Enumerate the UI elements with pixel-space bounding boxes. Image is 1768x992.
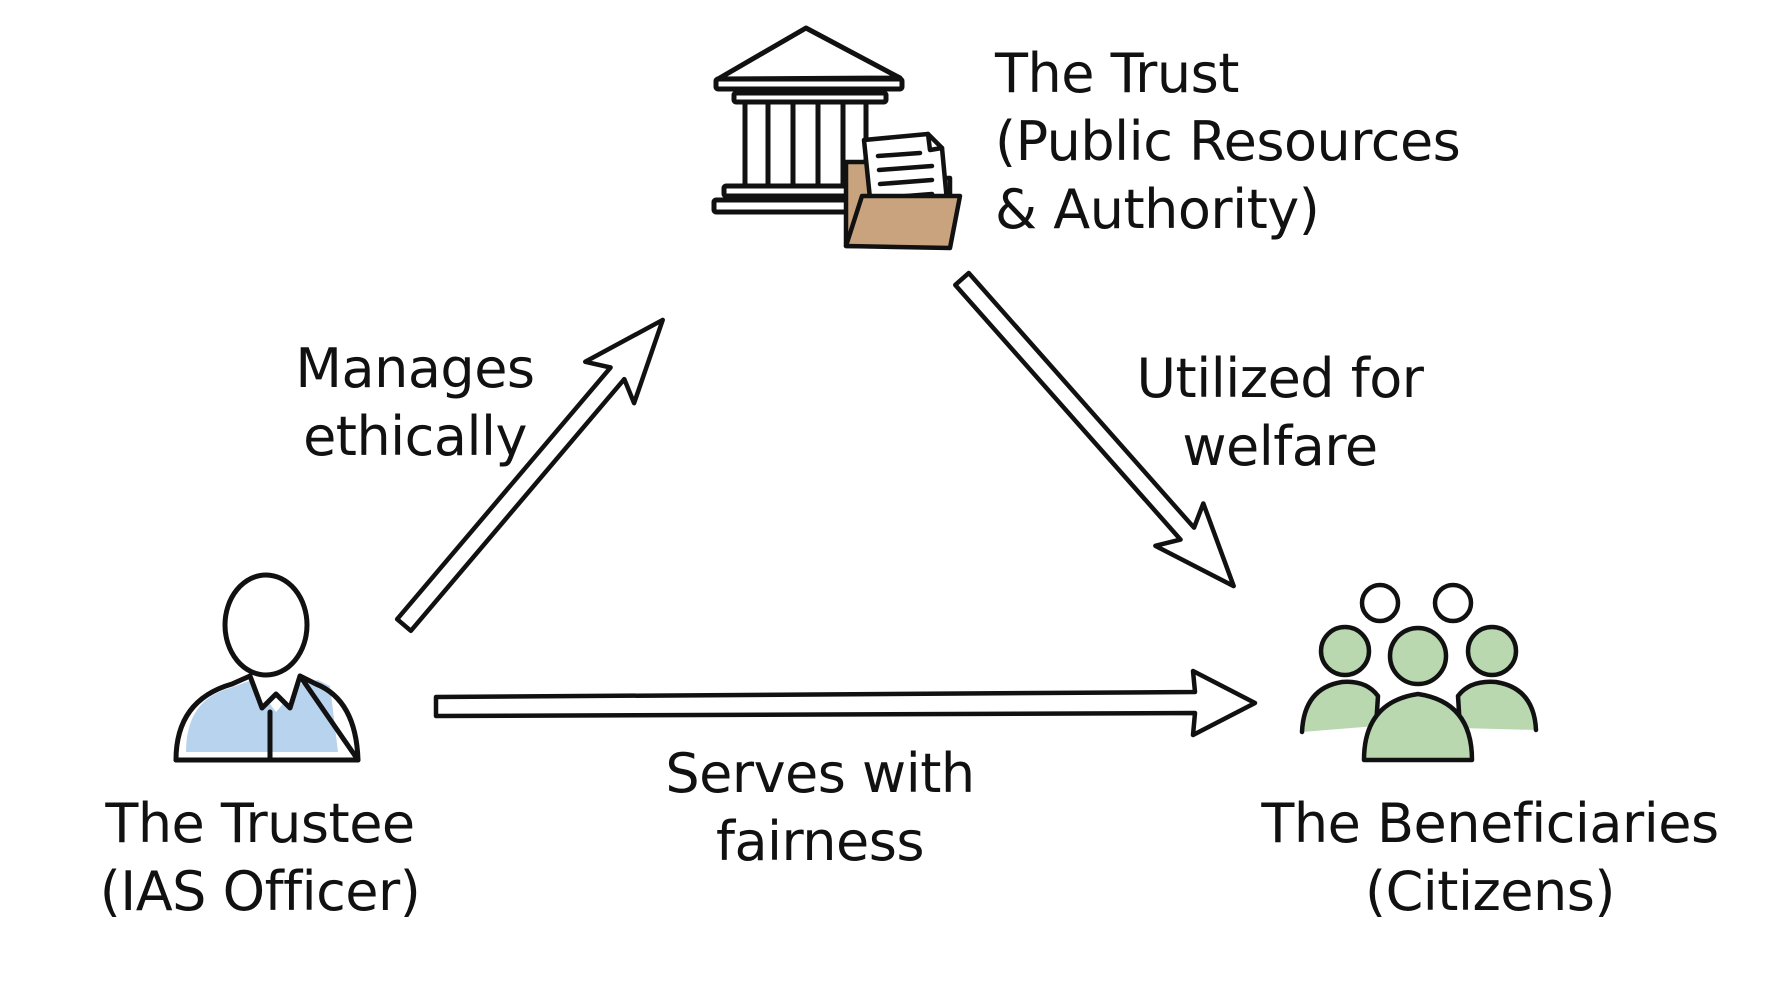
manages-label-line2: ethically <box>303 405 527 468</box>
document-folder-icon <box>843 131 963 251</box>
trust-label: The Trust (Public Resources & Authority) <box>995 40 1461 244</box>
utilized-label-line1: Utilized for <box>1136 347 1424 410</box>
manages-ethically-label: Manages ethically <box>270 335 560 471</box>
beneficiaries-label: The Beneficiaries (Citizens) <box>1225 790 1755 926</box>
group-of-people-icon <box>1299 582 1539 763</box>
trustee-subtitle: (IAS Officer) <box>99 860 421 923</box>
trustee-label: The Trustee (IAS Officer) <box>40 790 480 926</box>
arrow-manages-ethically <box>394 317 665 634</box>
serves-label-line1: Serves with <box>665 742 975 805</box>
trust-subtitle-line2: & Authority) <box>995 178 1320 241</box>
trust-title: The Trust <box>995 42 1239 105</box>
utilized-label-line2: welfare <box>1182 415 1378 478</box>
beneficiaries-title: The Beneficiaries <box>1261 792 1719 855</box>
arrow-serves-with-fairness <box>433 668 1258 738</box>
trust-subtitle-line1: (Public Resources <box>995 110 1461 173</box>
trustee-title: The Trustee <box>105 792 415 855</box>
manages-label-line1: Manages <box>295 337 535 400</box>
serves-label-line2: fairness <box>715 810 925 873</box>
serves-with-fairness-label: Serves with fairness <box>640 740 1000 876</box>
utilized-for-welfare-label: Utilized for welfare <box>1110 345 1450 481</box>
beneficiaries-subtitle: (Citizens) <box>1365 860 1615 923</box>
arrow-utilized-for-welfare <box>953 270 1236 589</box>
person-icon <box>173 572 361 763</box>
